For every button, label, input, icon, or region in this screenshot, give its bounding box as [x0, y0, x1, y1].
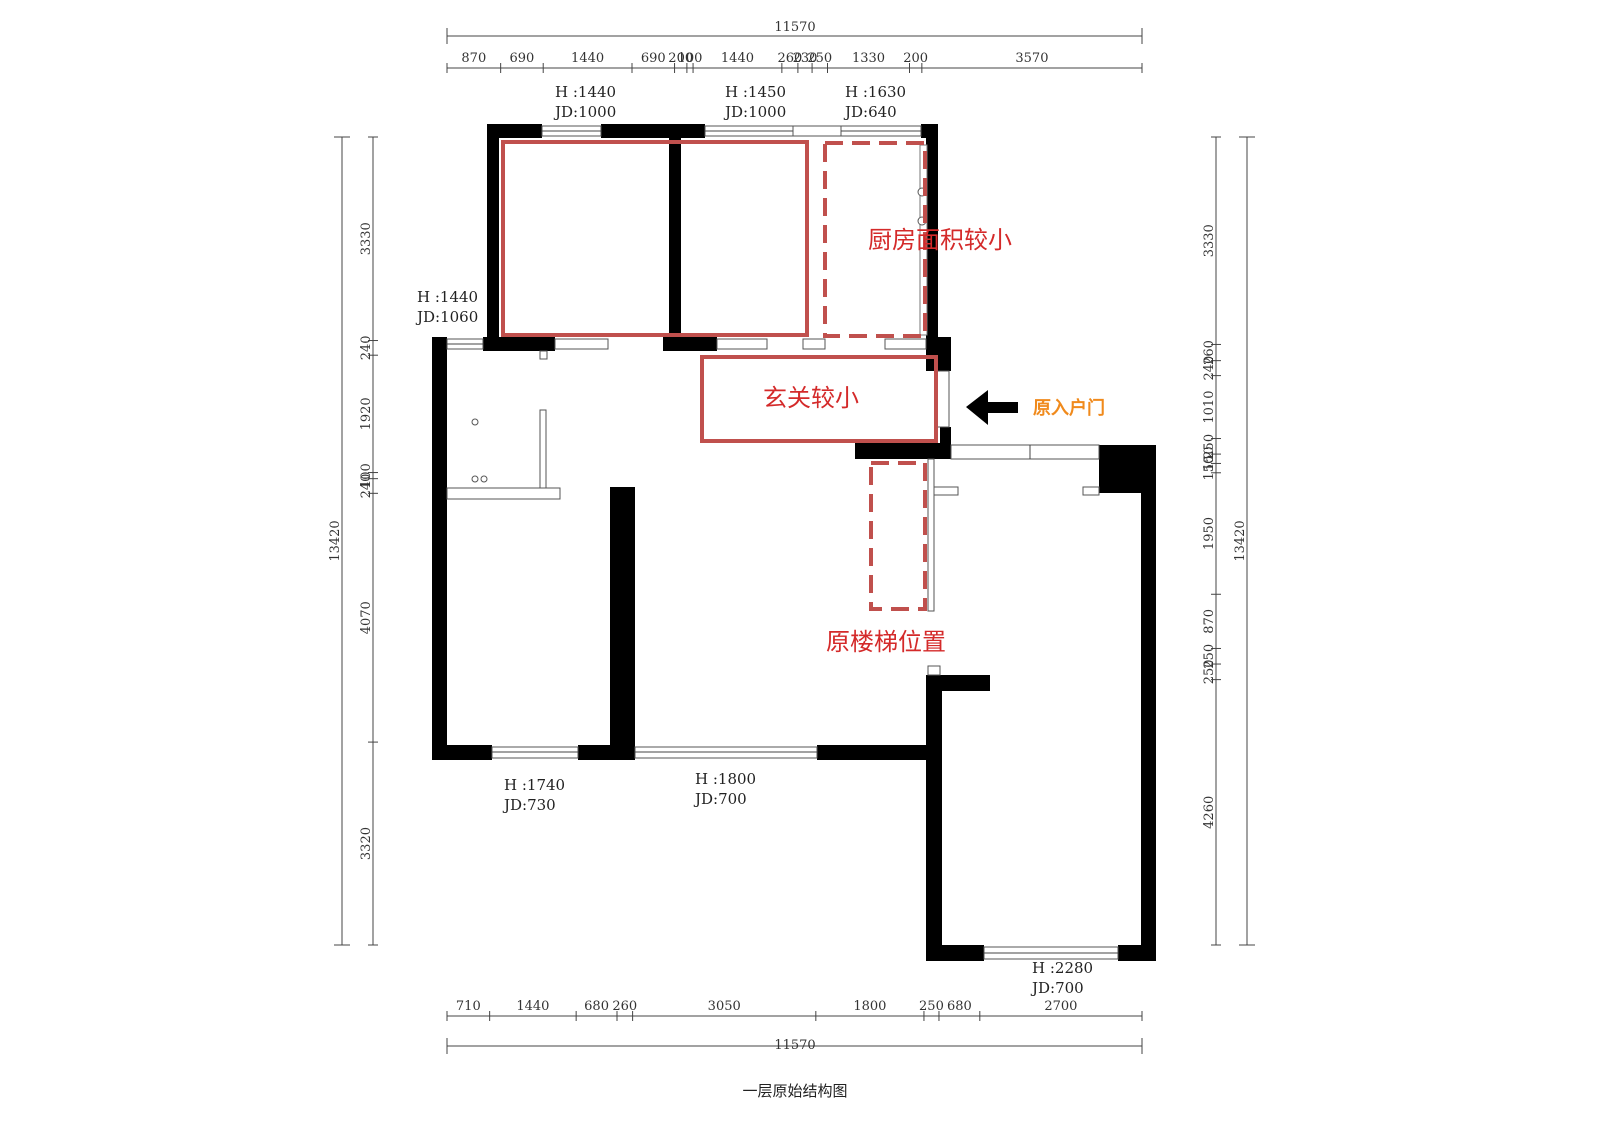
dimension-label: 100 — [359, 463, 374, 488]
dimension-label: 250 — [1202, 659, 1217, 684]
window-label-h: H :1800 — [695, 770, 756, 788]
dimension-label: 690 — [510, 51, 535, 66]
stairs-note: 原楼梯位置 — [826, 628, 946, 656]
door-note: 原入户门 — [1033, 397, 1105, 419]
dimension-label: 250 — [1202, 644, 1217, 669]
dimension-label: 150 — [1202, 456, 1217, 481]
window-label-jd: JD:700 — [1030, 979, 1084, 997]
dimension-label: 1330 — [852, 51, 885, 66]
kitchen-highlight — [823, 141, 927, 338]
dimension-label: 870 — [461, 51, 486, 66]
dimension-label: 3320 — [359, 827, 374, 860]
window-label-h: H :1740 — [504, 776, 565, 794]
entry-arrow-icon — [966, 390, 1018, 425]
dimension-label: 250 — [919, 999, 944, 1014]
dimension-label: 250 — [807, 51, 832, 66]
dimension-label: 4260 — [1202, 796, 1217, 829]
dimension-label: 710 — [456, 999, 481, 1014]
window-labels: H :1440 JD:1000 H :1450 JD:1000 H :1630 … — [415, 83, 1093, 997]
windows — [446, 125, 1119, 960]
right-dimensions: 3330260240101025015015019508702502504260… — [1202, 136, 1255, 946]
entrance-highlight — [700, 355, 938, 443]
dimension-label: 240 — [359, 474, 374, 499]
dimension-label: 3570 — [1015, 51, 1048, 66]
dimension-label: 2700 — [1044, 999, 1077, 1014]
dimension-label: 1440 — [571, 51, 604, 66]
top-total-dim: 11570 — [774, 20, 815, 35]
dimension-label: 150 — [1202, 446, 1217, 471]
dimension-label: 3050 — [708, 999, 741, 1014]
dimension-label: 240 — [1202, 356, 1217, 381]
window-label-jd: JD:700 — [693, 790, 747, 808]
right-total-dim: 13420 — [1233, 520, 1248, 561]
bottom-total-dim: 11570 — [774, 1038, 815, 1053]
window-label-jd: JD:1000 — [723, 103, 786, 121]
left-total-dim: 13420 — [328, 520, 343, 561]
dimension-label: 230 — [793, 51, 818, 66]
dimension-label: 690 — [641, 51, 666, 66]
plan-title: 一层原始结构图 — [742, 1082, 847, 1100]
window-label-jd: JD:1000 — [553, 103, 616, 121]
window-label-jd: JD:640 — [843, 103, 897, 121]
window-label-jd: JD:1060 — [415, 308, 478, 326]
dimension-label: 200 — [668, 51, 693, 66]
dimension-label: 680 — [947, 999, 972, 1014]
dimension-label: 250 — [1202, 434, 1217, 459]
dimension-label: 100 — [678, 51, 703, 66]
dimension-label: 1010 — [1202, 391, 1217, 424]
dimension-label: 260 — [777, 51, 802, 66]
window-label-jd: JD:730 — [502, 796, 556, 814]
window-label-h: H :2280 — [1032, 959, 1093, 977]
dimension-label: 4070 — [359, 601, 374, 634]
dimension-label: 1440 — [516, 999, 549, 1014]
dimension-label: 3330 — [1202, 224, 1217, 257]
dimension-label: 870 — [1202, 609, 1217, 634]
dimension-label: 1950 — [1202, 517, 1217, 550]
window-label-h: H :1440 — [555, 83, 616, 101]
dimension-label: 260 — [612, 999, 637, 1014]
dimension-label: 240 — [359, 335, 374, 360]
entrance-note: 玄关较小 — [763, 384, 859, 412]
dimension-label: 260 — [1202, 340, 1217, 365]
window-label-h: H :1630 — [845, 83, 906, 101]
stairs-highlight — [869, 461, 927, 611]
dimension-label: 1440 — [721, 51, 754, 66]
kitchen-note: 厨房面积较小 — [868, 226, 1012, 254]
dimension-label: 1800 — [853, 999, 886, 1014]
highlight-boxes — [501, 140, 938, 611]
walls — [432, 124, 1156, 961]
window-label-h: H :1440 — [417, 288, 478, 306]
dimension-label: 200 — [903, 51, 928, 66]
dimension-label: 680 — [584, 999, 609, 1014]
dimension-label: 3330 — [359, 222, 374, 255]
dimension-label: 1920 — [359, 397, 374, 430]
bedroom-highlight — [501, 140, 809, 337]
window-label-h: H :1450 — [725, 83, 786, 101]
